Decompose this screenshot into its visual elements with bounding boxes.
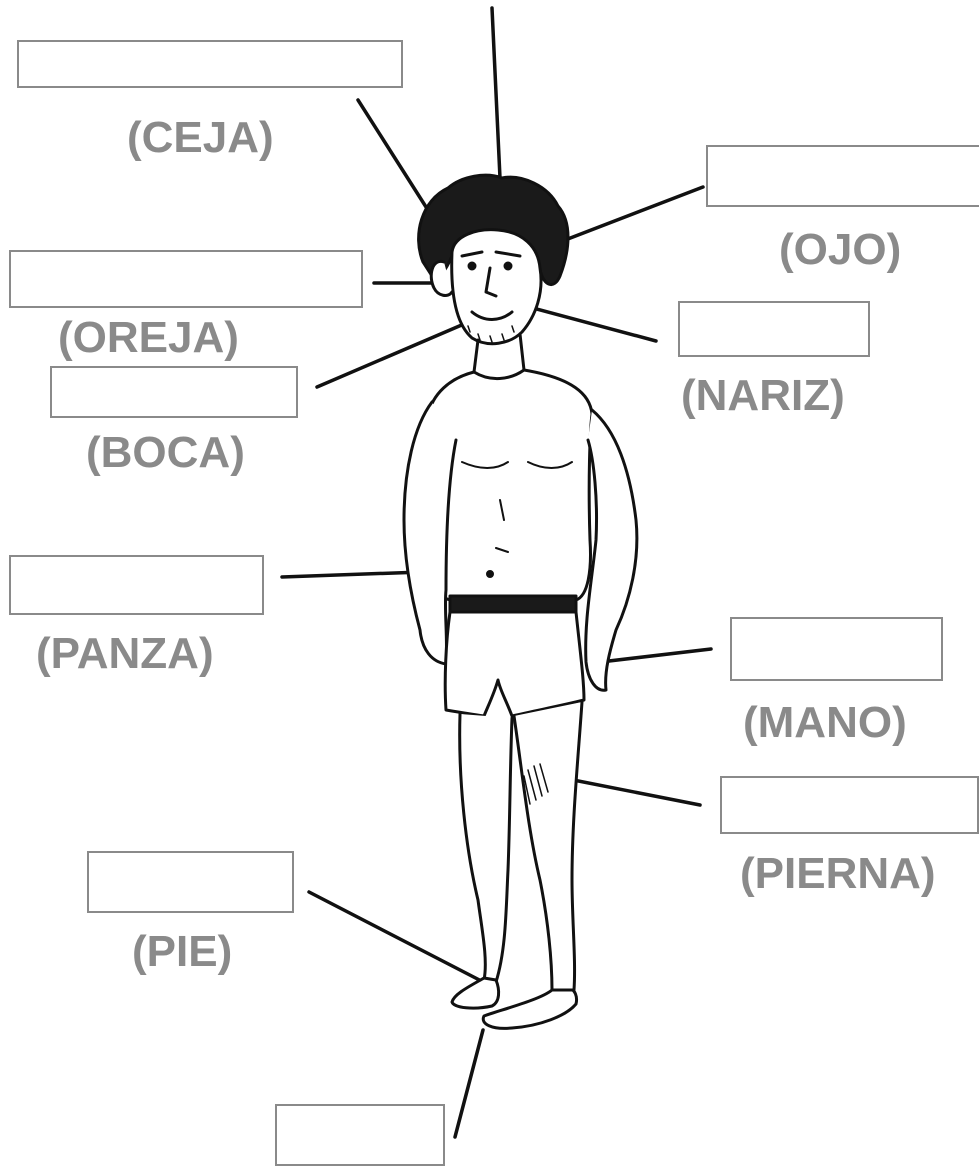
answer-box-bottom[interactable]	[275, 1104, 445, 1166]
ear	[429, 259, 454, 297]
leg-shading	[523, 763, 549, 805]
leader-line-hair	[490, 6, 502, 180]
right-leg	[512, 700, 584, 992]
stubble	[467, 325, 515, 343]
answer-box-oreja[interactable]	[9, 250, 363, 308]
answer-box-pierna[interactable]	[720, 776, 979, 834]
nose	[484, 266, 498, 298]
answer-box-nariz[interactable]	[678, 301, 870, 357]
neck	[472, 332, 526, 374]
label-panza: (PANZA)	[36, 629, 214, 678]
mouth	[470, 310, 514, 321]
answer-box-mano[interactable]	[730, 617, 943, 681]
left-leg	[458, 712, 514, 984]
label-pierna: (PIERNA)	[740, 849, 936, 898]
leader-line-mano	[590, 647, 713, 665]
eye	[467, 261, 477, 271]
right-foot	[481, 988, 578, 1030]
eye	[503, 261, 513, 271]
navel	[486, 570, 494, 578]
label-nariz: (NARIZ)	[681, 371, 845, 420]
leader-line-pie	[307, 890, 495, 989]
answer-box-pie[interactable]	[87, 851, 294, 913]
label-oreja: (OREJA)	[58, 313, 239, 362]
right-arm	[584, 408, 639, 692]
eyebrow	[460, 250, 522, 258]
left-foot	[450, 976, 501, 1010]
answer-box-ojo[interactable]	[706, 145, 979, 207]
label-ojo: (OJO)	[779, 225, 902, 274]
label-mano: (MANO)	[743, 698, 907, 747]
answer-box-boca[interactable]	[50, 366, 298, 418]
answer-box-panza[interactable]	[9, 555, 264, 615]
face	[450, 228, 543, 346]
label-boca: (BOCA)	[86, 428, 245, 477]
leader-line-boca	[315, 316, 480, 389]
leader-line-toe	[453, 1028, 485, 1139]
leader-lines	[280, 6, 713, 1139]
shorts	[443, 610, 586, 718]
left-arm	[402, 400, 458, 666]
chest-lines	[461, 461, 573, 553]
answer-box-ceja[interactable]	[17, 40, 403, 88]
figure	[402, 173, 639, 1030]
label-ceja: (CEJA)	[127, 113, 274, 162]
label-pie: (PIE)	[132, 927, 233, 976]
